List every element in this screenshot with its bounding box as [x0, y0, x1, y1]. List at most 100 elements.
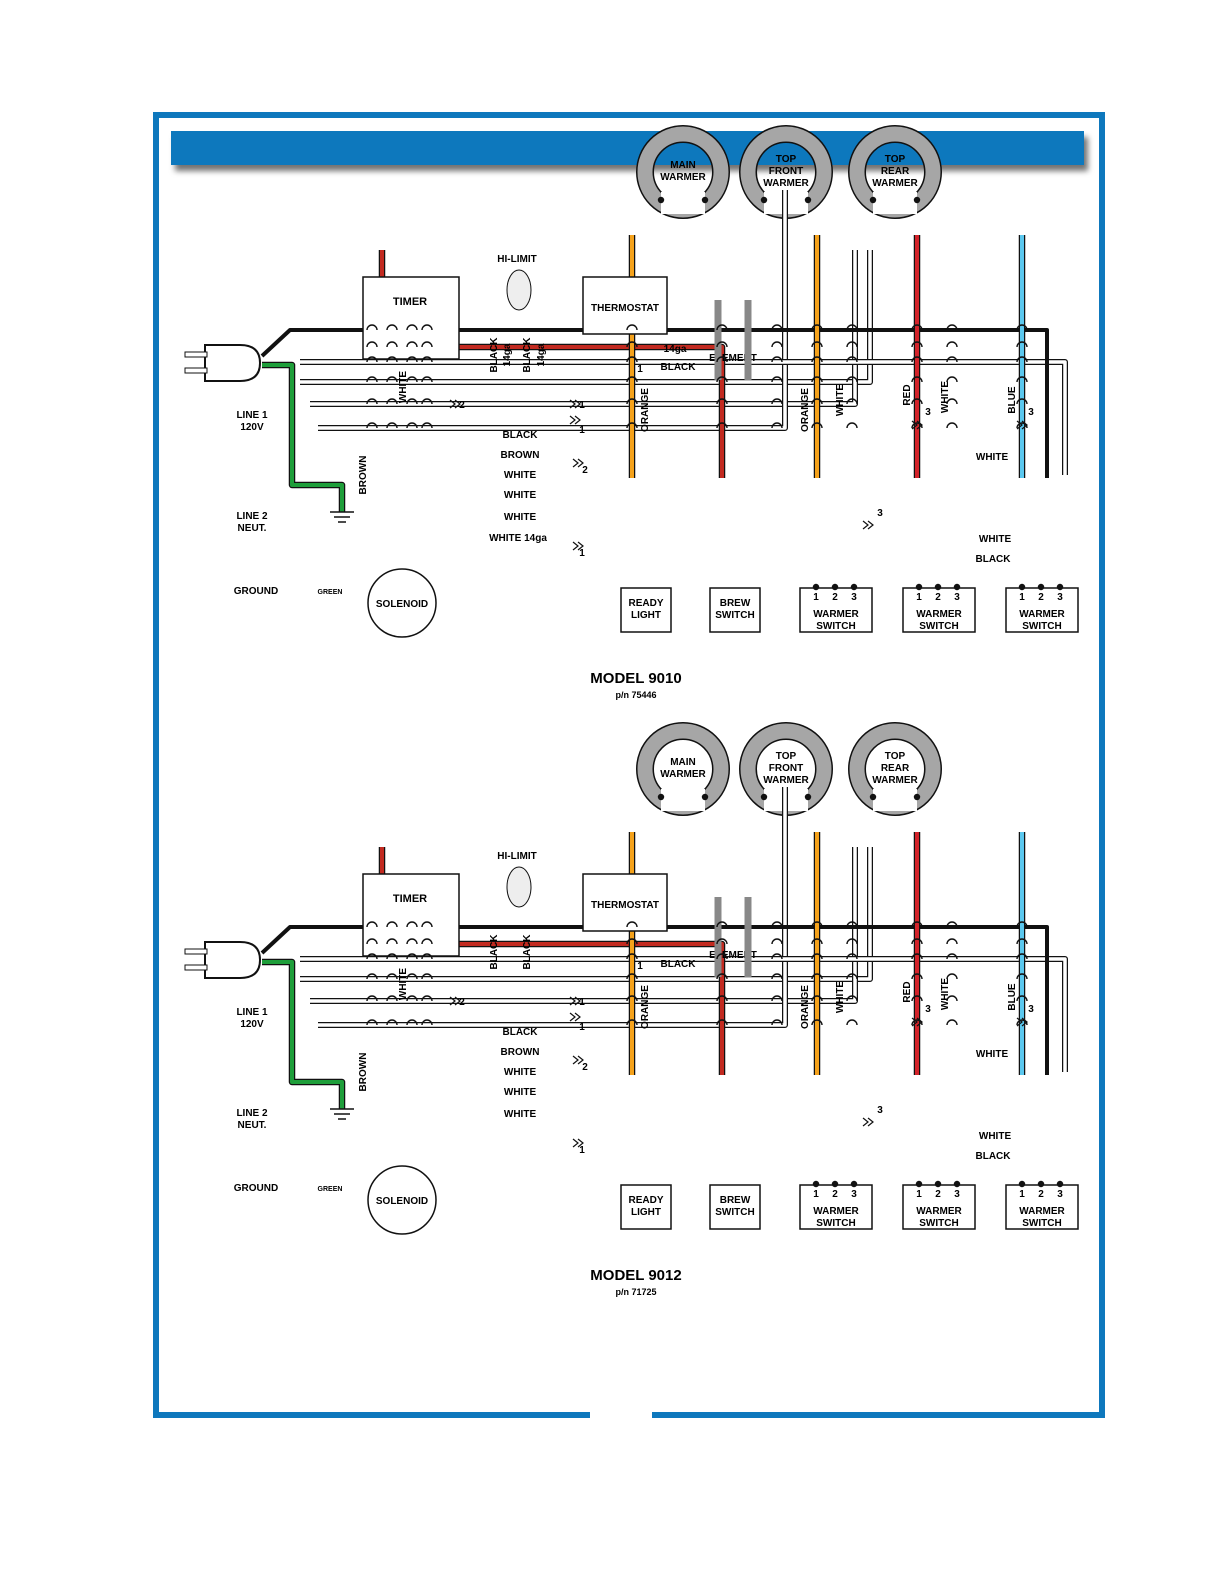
bus-label-black: BLACK — [503, 430, 539, 441]
connector-arrow — [572, 1055, 584, 1065]
wire-crossover — [911, 398, 923, 405]
warmer-switch-terminal: 1 — [813, 1189, 819, 1200]
warmer-switch-terminal-dot — [1018, 583, 1026, 591]
warmer-switch-terminal-dot — [1037, 583, 1045, 591]
wire-crossover — [946, 1019, 958, 1026]
top-rear-warmer-terminal-right — [913, 793, 921, 801]
top-front-warmer-label-line: WARMER — [763, 178, 809, 189]
wire-crossover — [421, 938, 433, 945]
warmer-switch-terminal: 3 — [1057, 592, 1063, 603]
wire-crossover — [946, 422, 958, 429]
wire-crossover — [911, 1019, 923, 1026]
wire-crossover — [716, 341, 728, 348]
connector-arrow — [449, 399, 461, 409]
warmer-switch-front-label-line: WARMER — [916, 609, 962, 620]
top-rear-warmer-ring-gap — [873, 789, 917, 811]
wire-crossover — [366, 376, 378, 383]
ground-label: GROUND — [234, 586, 278, 597]
wire-crossover — [366, 422, 378, 429]
warmer-switch-terminal: 1 — [813, 592, 819, 603]
wire-crossover — [386, 1019, 398, 1026]
bus-label-white-right: WHITE — [979, 1131, 1012, 1142]
warmer-switch-terminal: 1 — [916, 592, 922, 603]
top-rear-warmer-ring-gap — [873, 192, 917, 214]
bus-label-white-right: WHITE — [976, 452, 1009, 463]
green-ground-outline — [262, 361, 346, 512]
wire-crossover — [716, 973, 728, 980]
ground-symbol — [330, 511, 354, 523]
green-ground — [262, 363, 344, 512]
green-label: GREEN — [318, 1186, 343, 1193]
wire-crossover — [366, 973, 378, 980]
hi-limit-switch — [506, 269, 532, 311]
element-label: ELEMENT — [709, 353, 757, 364]
vertical-label-white: WHITE — [835, 384, 846, 417]
white-bus-1 — [300, 250, 872, 384]
wire-crossover — [406, 398, 418, 405]
ready-light-label-line: LIGHT — [631, 1207, 661, 1218]
wire-crossover — [366, 938, 378, 945]
bus-label-white: WHITE — [504, 1087, 537, 1098]
warmer-switch-rear-label-line: SWITCH — [1022, 621, 1061, 632]
warmer-switch-terminal: 3 — [851, 1189, 857, 1200]
white-bus-2 — [310, 847, 857, 1003]
warmer-switch-terminal-dot — [1056, 583, 1064, 591]
wire-crossover — [771, 995, 783, 1002]
wire-crossover — [1016, 341, 1028, 348]
wire-crossover — [946, 938, 958, 945]
wire-crossover — [626, 1019, 638, 1026]
connector-arrow — [569, 415, 581, 425]
wire-crossover — [946, 995, 958, 1002]
wire-crossover — [421, 398, 433, 405]
wire-crossover — [911, 376, 923, 383]
hi-limit-switch — [506, 866, 532, 908]
connector-arrow — [569, 996, 581, 1006]
vertical-label-orange: ORANGE — [640, 985, 651, 1029]
vertical-label-brown: BROWN — [358, 456, 369, 495]
wire-crossover — [406, 341, 418, 348]
wire-crossover — [406, 938, 418, 945]
main-warmer-ring-gap — [661, 192, 705, 214]
wire-crossover — [421, 973, 433, 980]
connection-number: 2 — [459, 400, 465, 411]
wire-crossover — [846, 422, 858, 429]
bus-label-white: WHITE — [504, 490, 537, 501]
vertical-label-14ga: 14ga — [536, 343, 547, 366]
wire-crossover — [911, 356, 923, 363]
wire-crossover — [946, 376, 958, 383]
brew-switch-label-line: SWITCH — [715, 1207, 754, 1218]
ground-symbol — [330, 1108, 354, 1120]
plug-prong-2 — [184, 367, 208, 374]
solenoid-label: SOLENOID — [376, 1196, 428, 1207]
wire-crossover — [386, 995, 398, 1002]
wire-crossover — [386, 376, 398, 383]
wire-crossover — [771, 953, 783, 960]
ground-label: GROUND — [234, 1183, 278, 1194]
brew-switch-box — [709, 1184, 761, 1230]
wire-crossover — [386, 973, 398, 980]
green-ground — [262, 960, 344, 1109]
wire-crossover — [811, 973, 823, 980]
wire-crossover — [846, 995, 858, 1002]
brew-switch-label-line: BREW — [720, 1195, 751, 1206]
vertical-label-orange: ORANGE — [640, 388, 651, 432]
top-front-warmer-terminal-right — [804, 196, 812, 204]
warmer-switch-front-label-line: SWITCH — [919, 1218, 958, 1229]
wire-crossover — [1016, 973, 1028, 980]
warmer-switch-terminal-dot — [1018, 1180, 1026, 1188]
connection-number: 3 — [877, 1105, 883, 1116]
wire-crossover — [366, 1019, 378, 1026]
wire-crossover — [911, 995, 923, 1002]
top-rear-warmer-terminal-right — [913, 196, 921, 204]
warmer-switch-terminal-dot — [953, 583, 961, 591]
top-front-warmer-terminal-left — [760, 793, 768, 801]
wire-crossover — [626, 422, 638, 429]
vertical-label-white: WHITE — [940, 381, 951, 414]
wire-crossover — [771, 921, 783, 928]
wire-crossover — [771, 422, 783, 429]
wire-crossover — [386, 921, 398, 928]
warmer-switch-front-box — [902, 1184, 976, 1230]
line2-label-line: NEUT. — [238, 1120, 267, 1131]
connection-number: 3 — [1028, 407, 1034, 418]
wire-crossover — [626, 973, 638, 980]
